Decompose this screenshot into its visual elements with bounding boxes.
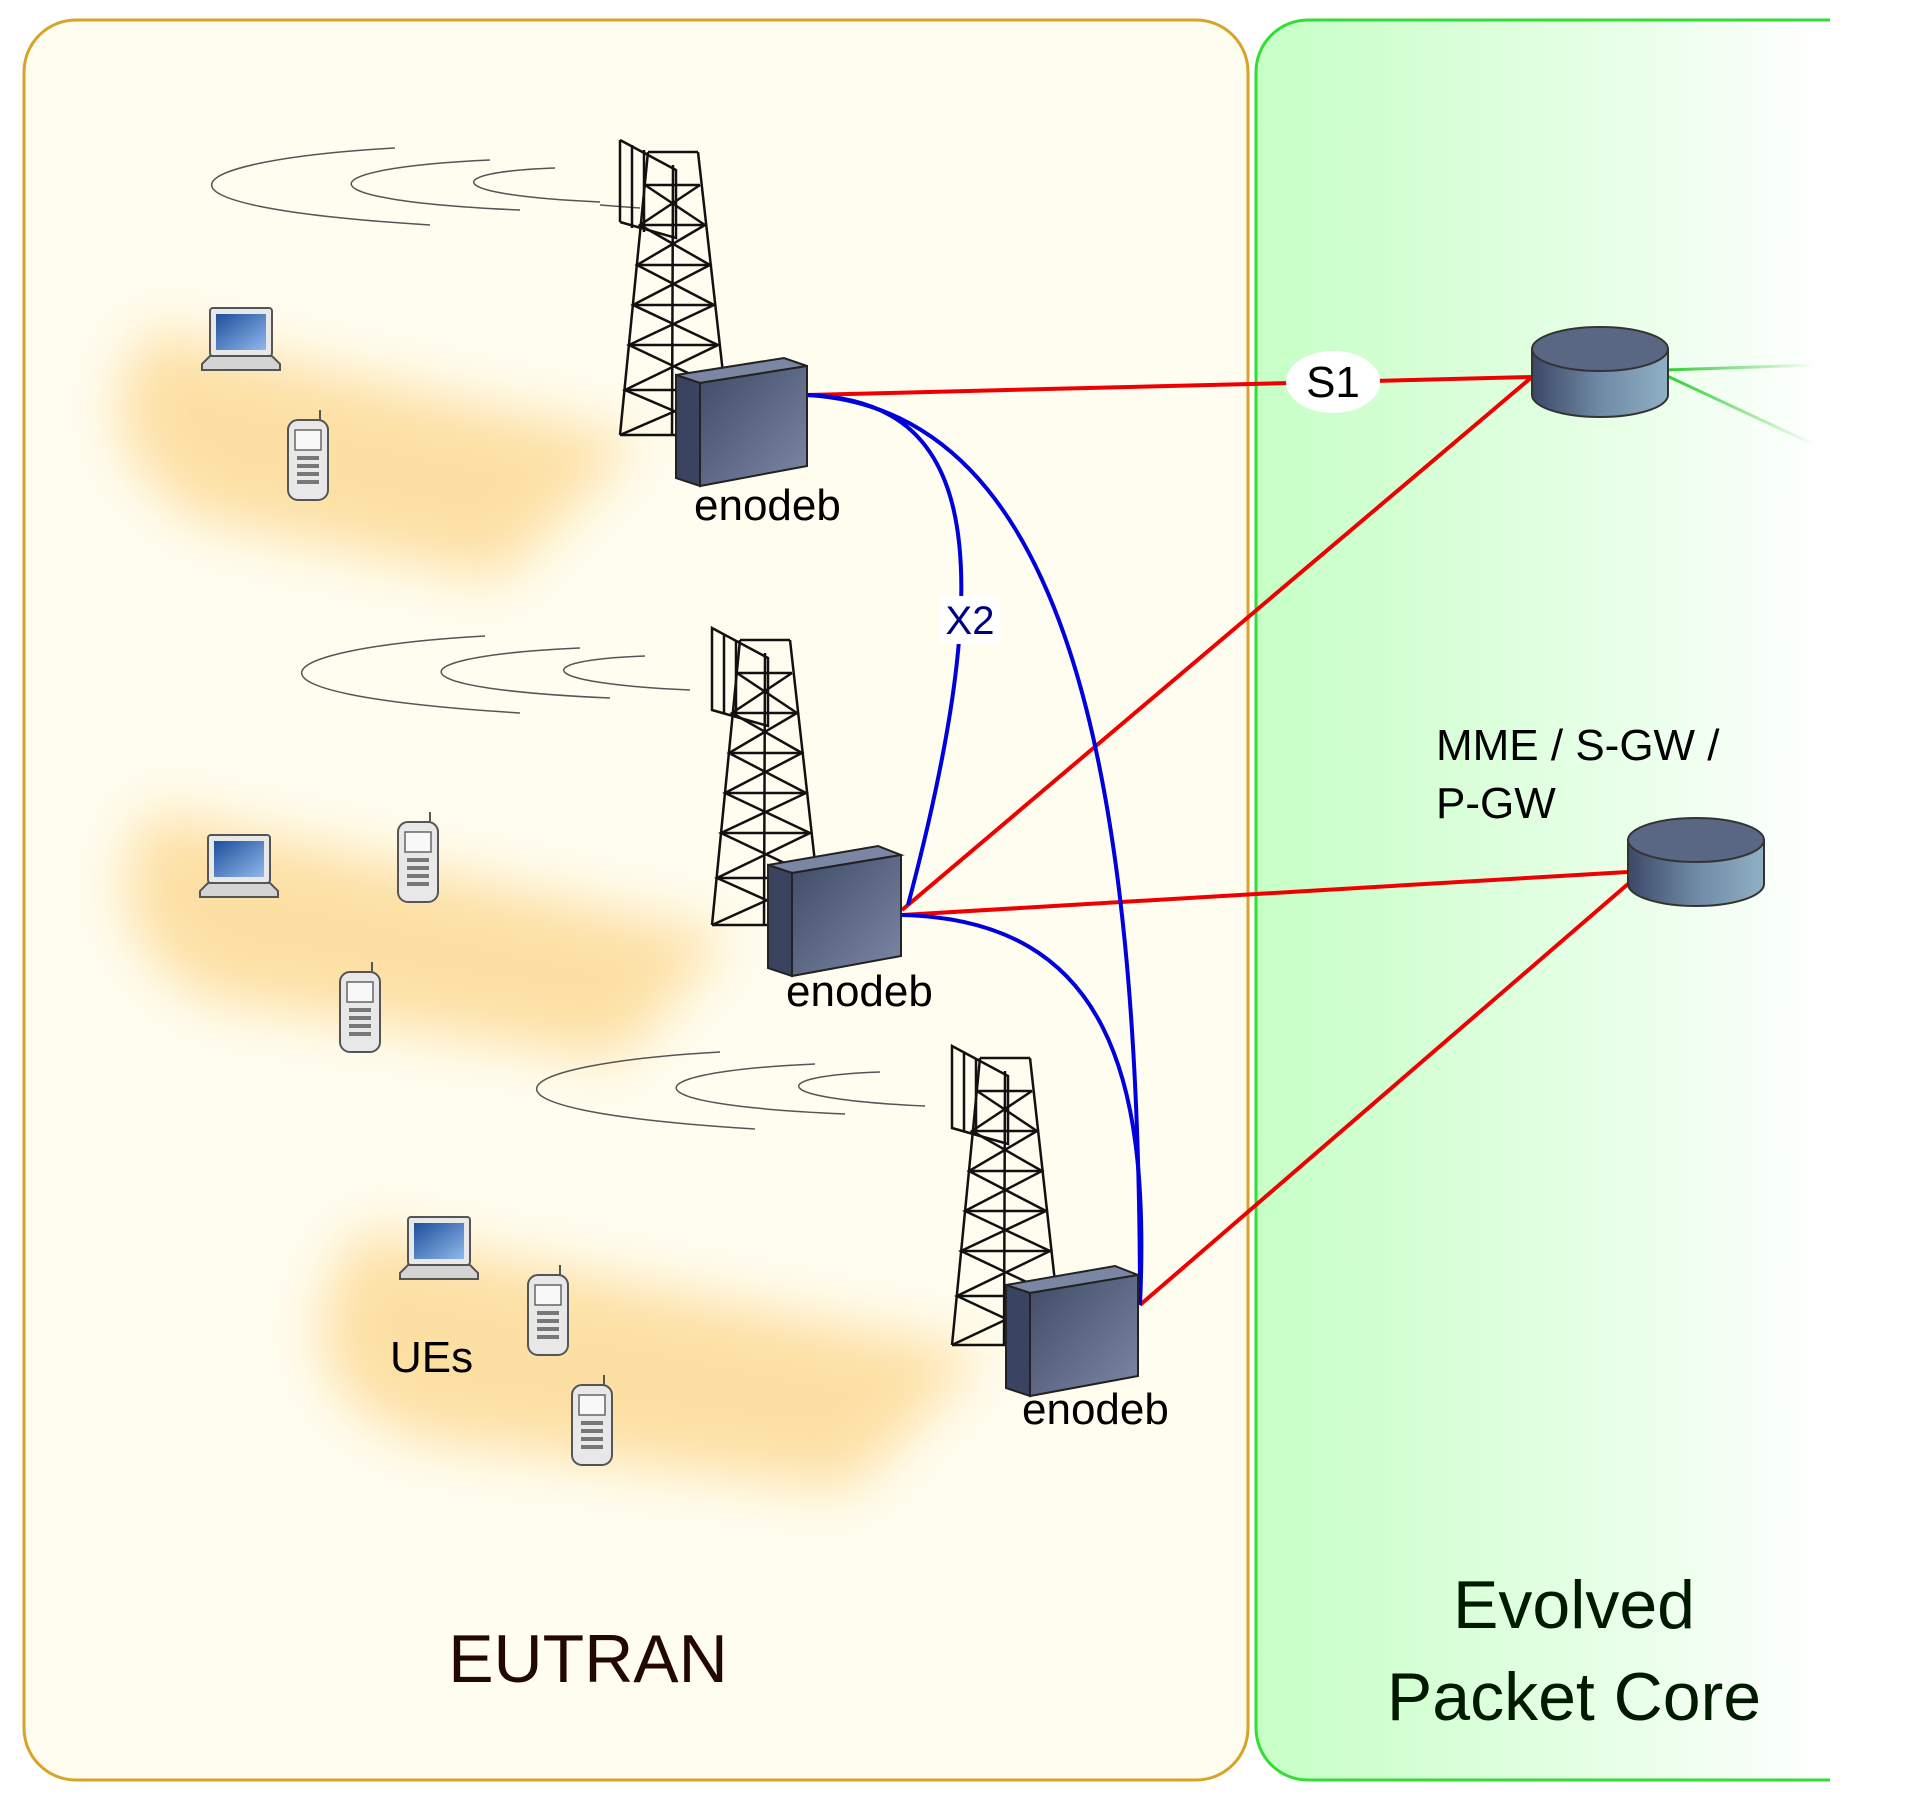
s1-link-enb1-core1 — [806, 375, 1533, 397]
laptop-3-base — [399, 1264, 479, 1280]
x2-link-enb1-enb3 — [806, 393, 1142, 1306]
phone-2-keys — [407, 858, 429, 886]
eutran-label: EUTRAN — [448, 1621, 728, 1697]
s1-link-enb2-core1 — [900, 375, 1534, 912]
x2-links — [806, 393, 1144, 1306]
enodeb-2-front — [767, 863, 793, 978]
coverage-beams — [119, 330, 985, 1490]
enodeb-1-side — [699, 364, 808, 488]
laptop-3-screen — [414, 1223, 464, 1259]
phone-1-keys — [297, 456, 319, 484]
enodeb-2[interactable] — [767, 844, 905, 978]
coverage-beam-1 — [119, 330, 641, 580]
s1-link-enb3-core2 — [1138, 882, 1630, 1307]
epc-region — [1254, 18, 1830, 1782]
enodeb-3[interactable] — [1005, 1264, 1142, 1398]
core-router-1-top — [1531, 326, 1669, 372]
phone-2[interactable] — [397, 812, 439, 903]
enodeb-3-front — [1005, 1283, 1031, 1398]
s1-label-bg — [1286, 351, 1380, 413]
laptop-2[interactable] — [199, 834, 279, 898]
core-router-1[interactable] — [1531, 326, 1669, 418]
phone-5[interactable] — [571, 1375, 613, 1466]
phone-1[interactable] — [287, 410, 329, 501]
epc-label-line1: Evolved — [1453, 1567, 1695, 1643]
ues-label: UEs — [390, 1333, 473, 1382]
enodeb-3-label: enodeb — [1022, 1385, 1169, 1434]
phone-4-keys — [537, 1311, 559, 1339]
laptop-3[interactable] — [399, 1216, 479, 1280]
enodeb-2-label: enodeb — [786, 967, 933, 1016]
enodeb-3-side — [1029, 1273, 1139, 1398]
x2-label: X2 — [946, 599, 995, 643]
core-router-2[interactable] — [1627, 817, 1765, 907]
phone-5-keys — [581, 1421, 603, 1449]
laptop-1-base — [201, 355, 281, 371]
epc-region-box — [1254, 18, 1830, 1782]
core-uplink-1a — [1664, 363, 1816, 372]
radio-waves-3 — [535, 1051, 926, 1130]
epc-label-line2: Packet Core — [1387, 1659, 1761, 1735]
core-uplink-1b — [1664, 373, 1816, 447]
coverage-beam-2 — [125, 810, 730, 1060]
phone-3-keys — [349, 1008, 371, 1036]
core-uplinks — [1664, 363, 1840, 862]
phone-4-screen — [534, 1284, 562, 1306]
enodeb-1-front — [675, 373, 701, 488]
x2-label-bg — [940, 596, 1000, 644]
s1-link-enb2-core2 — [901, 870, 1629, 917]
phone-4[interactable] — [527, 1265, 569, 1356]
coverage-beam-3 — [321, 1230, 985, 1490]
radio-waves — [210, 147, 926, 1130]
core-node-label-line2: P-GW — [1436, 779, 1556, 828]
phone-2-screen — [404, 831, 432, 853]
core-node-label-line1: MME / S-GW / — [1436, 721, 1720, 770]
phone-3-screen — [346, 981, 374, 1003]
laptop-1[interactable] — [201, 307, 281, 371]
phone-3[interactable] — [339, 962, 381, 1053]
radio-waves-1 — [210, 147, 641, 226]
phone-5-screen — [578, 1394, 606, 1416]
enodeb-2-side — [791, 853, 902, 978]
phone-1-screen — [294, 429, 322, 451]
laptop-1-screen — [216, 314, 266, 350]
radio-waves-2 — [300, 635, 691, 714]
laptop-2-base — [199, 882, 279, 898]
enodeb-1[interactable] — [675, 356, 808, 488]
s1-label: S1 — [1306, 358, 1360, 407]
laptop-2-screen — [214, 841, 264, 877]
s1-links — [806, 375, 1630, 1307]
core-router-2-top — [1627, 817, 1765, 863]
enodeb-1-label: enodeb — [694, 481, 841, 530]
x2-link-enb2-enb3 — [901, 913, 1144, 1306]
